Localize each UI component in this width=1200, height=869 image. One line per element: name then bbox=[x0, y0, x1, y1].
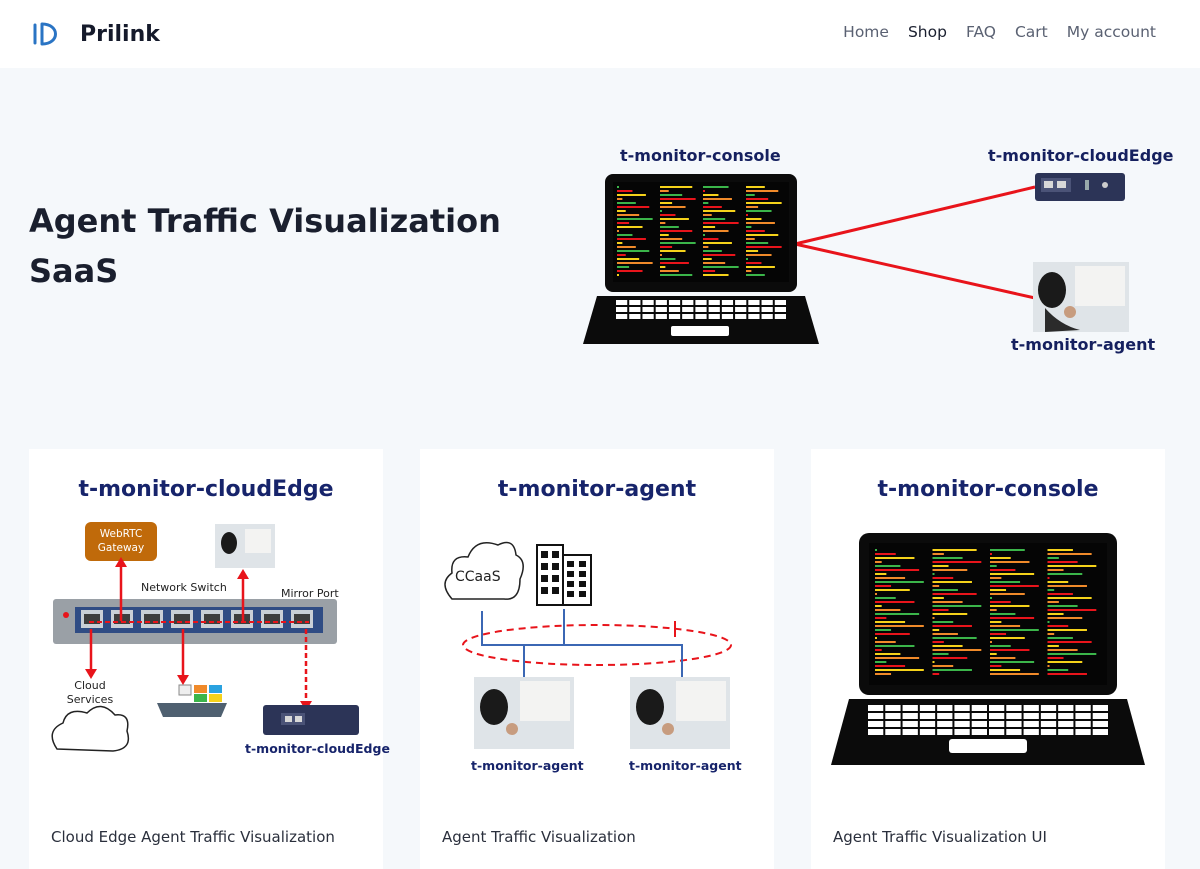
console-laptop-image bbox=[811, 449, 1165, 789]
mirror-port-label: Mirror Port bbox=[281, 587, 339, 600]
nav-my-account[interactable]: My account bbox=[1066, 23, 1156, 41]
hero-console-label: t-monitor-console bbox=[620, 146, 781, 165]
agent-photo bbox=[1033, 262, 1129, 332]
cloudedge-device-icon bbox=[1035, 173, 1125, 201]
hero-title: Agent Traffic Visualization SaaS bbox=[29, 202, 501, 290]
ccaas-label: CCaaS bbox=[455, 569, 501, 585]
agent-label-a: t-monitor-agent bbox=[471, 758, 584, 773]
main-nav: Home Shop FAQ Cart My account bbox=[824, 20, 1156, 44]
card-heading[interactable]: t-monitor-console bbox=[877, 477, 1099, 502]
device-label: t-monitor-cloudEdge bbox=[245, 741, 390, 756]
product-card-agent[interactable]: CCaaS t-monitor-agent t-monitor-agent t-… bbox=[420, 449, 774, 869]
product-card-console[interactable]: t-monitor-console Agent Traffic Visualiz… bbox=[811, 449, 1165, 869]
card-caption[interactable]: Cloud Edge Agent Traffic Visualization bbox=[51, 828, 335, 846]
cloud-services-label: Cloud Services bbox=[66, 679, 114, 706]
gateway-label: WebRTC Gateway bbox=[97, 528, 145, 554]
nav-shop[interactable]: Shop bbox=[907, 23, 947, 41]
site-header: Prilink Home Shop FAQ Cart My account bbox=[0, 0, 1200, 68]
cloudedge-diagram: WebRTC Gateway Network Switch Mirror Por… bbox=[29, 449, 390, 789]
nav-cart[interactable]: Cart bbox=[1014, 23, 1048, 41]
switch-label: Network Switch bbox=[141, 581, 227, 594]
card-heading[interactable]: t-monitor-cloudEdge bbox=[78, 477, 334, 502]
nav-home[interactable]: Home bbox=[843, 23, 889, 41]
prilink-logo-icon bbox=[33, 22, 57, 46]
nav-faq[interactable]: FAQ bbox=[965, 23, 996, 41]
hero-agent-label: t-monitor-agent bbox=[1011, 335, 1156, 354]
card-caption[interactable]: Agent Traffic Visualization UI bbox=[833, 828, 1047, 846]
laptop-console-icon bbox=[583, 174, 819, 344]
hero-architecture-figure: t-monitor-console t-monitor-cloudEdge t-… bbox=[575, 140, 1175, 370]
agent-label-b: t-monitor-agent bbox=[629, 758, 742, 773]
product-card-cloudedge[interactable]: WebRTC Gateway Network Switch Mirror Por… bbox=[29, 449, 390, 869]
card-heading[interactable]: t-monitor-agent bbox=[497, 477, 697, 502]
brand-name: Prilink bbox=[80, 21, 160, 47]
agent-diagram: CCaaS t-monitor-agent t-monitor-agent bbox=[420, 449, 774, 789]
brand-link[interactable]: Prilink bbox=[30, 17, 160, 51]
hero-cloudedge-label: t-monitor-cloudEdge bbox=[988, 146, 1174, 165]
card-caption[interactable]: Agent Traffic Visualization bbox=[442, 828, 636, 846]
